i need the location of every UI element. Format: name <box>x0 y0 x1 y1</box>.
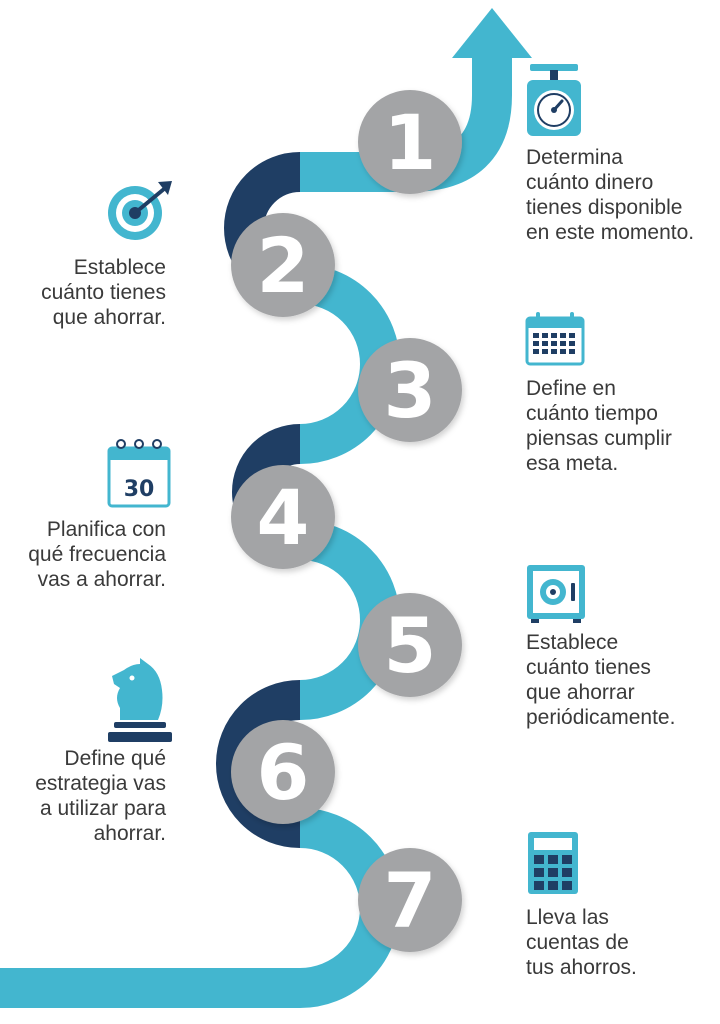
calculator-icon <box>528 832 578 894</box>
step-1-text: Determina cuánto dinero tienes disponibl… <box>526 146 695 244</box>
step-circle-5: 5 <box>358 593 462 697</box>
step-number: 2 <box>257 221 310 310</box>
calendar-30-label: 30 <box>124 477 155 502</box>
step-3-text: Define en cuánto tiempo piensas cumplir … <box>526 377 672 475</box>
target-icon <box>108 181 172 240</box>
arrow-head-icon <box>452 8 532 58</box>
step-number: 5 <box>384 601 437 690</box>
step-circle-7: 7 <box>358 848 462 952</box>
step-4-text: Planifica con qué frecuencia vas a ahorr… <box>28 518 166 591</box>
step-circle-6: 6 <box>231 720 335 824</box>
step-circle-2: 2 <box>231 213 335 317</box>
step-number: 4 <box>257 473 310 562</box>
step-7-text: Lleva las cuentas de tus ahorros. <box>526 906 637 979</box>
safe-icon <box>527 565 585 623</box>
step-circle-4: 4 <box>231 465 335 569</box>
step-number: 3 <box>384 346 437 435</box>
calendar-icon <box>525 312 585 366</box>
scale-icon <box>527 64 581 136</box>
step-6-text: Define qué estrategia vas a utilizar par… <box>35 747 166 845</box>
step-number: 7 <box>384 856 437 945</box>
step-number: 1 <box>384 98 437 187</box>
step-circle-1: 1 <box>358 90 462 194</box>
calendar-30-icon: 30 <box>107 439 171 508</box>
step-circle-3: 3 <box>358 338 462 442</box>
chess-knight-icon <box>108 658 172 742</box>
step-number: 6 <box>257 728 310 817</box>
step-5-text: Establece cuánto tienes que ahorrar peri… <box>526 631 676 729</box>
step-2-text: Establece cuánto tienes que ahorrar. <box>41 256 166 329</box>
